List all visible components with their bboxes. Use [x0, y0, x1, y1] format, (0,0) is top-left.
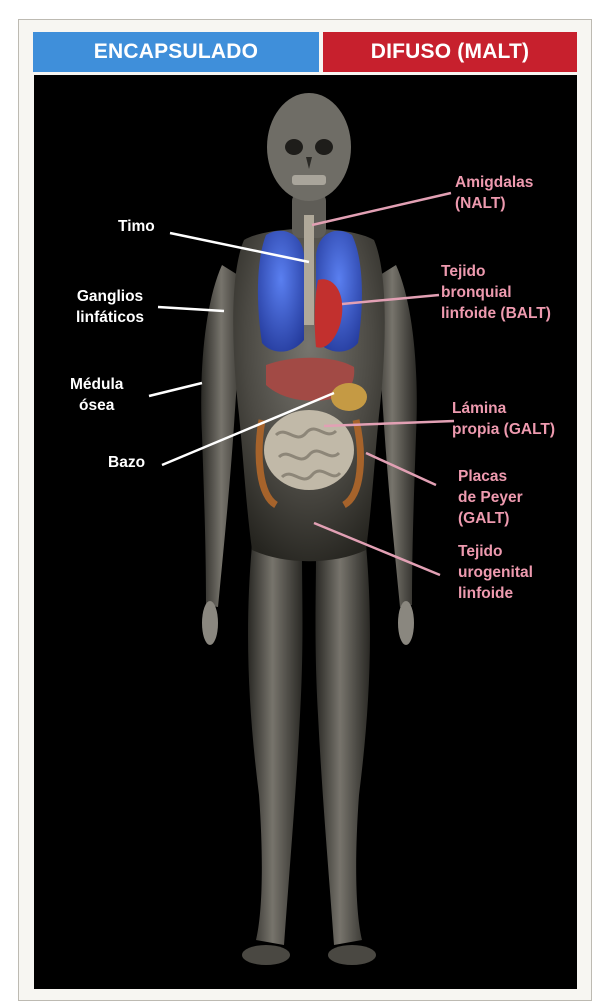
header-difuso-malt: DIFUSO (MALT)	[323, 32, 577, 72]
left-hand	[398, 601, 414, 645]
right-leg	[316, 545, 370, 945]
label-lamina-propia-galt: Lámina propia (GALT)	[452, 398, 555, 440]
label-placas-de-peyer-galt: Placas de Peyer (GALT)	[458, 466, 523, 529]
left-foot	[242, 945, 290, 965]
pointer-line-amigdalas	[312, 193, 451, 225]
right-lung	[258, 231, 304, 352]
label-tejido-urogenital-linfoide: Tejido urogenital linfoide	[458, 541, 533, 604]
skull-eye-left	[285, 139, 303, 155]
label-medula-osea: Médula ósea	[70, 374, 123, 416]
trachea	[304, 215, 314, 325]
label-bazo: Bazo	[108, 452, 145, 473]
label-amigdalas-nalt: Amigdalas (NALT)	[455, 172, 533, 214]
pointer-line-medula	[149, 383, 202, 396]
skull-teeth	[292, 175, 326, 185]
anatomy-illustration-panel: Timo Ganglios linfáticos Médula ósea Baz…	[34, 75, 577, 989]
label-timo: Timo	[118, 216, 155, 237]
label-tejido-bronquial-balt: Tejido bronquial linfoide (BALT)	[441, 261, 551, 324]
left-leg	[248, 545, 302, 945]
header-encapsulado: ENCAPSULADO	[33, 32, 319, 72]
label-ganglios-linfaticos: Ganglios linfáticos	[76, 286, 144, 328]
right-foot	[328, 945, 376, 965]
skull-eye-right	[315, 139, 333, 155]
stomach	[331, 383, 367, 411]
right-hand	[202, 601, 218, 645]
